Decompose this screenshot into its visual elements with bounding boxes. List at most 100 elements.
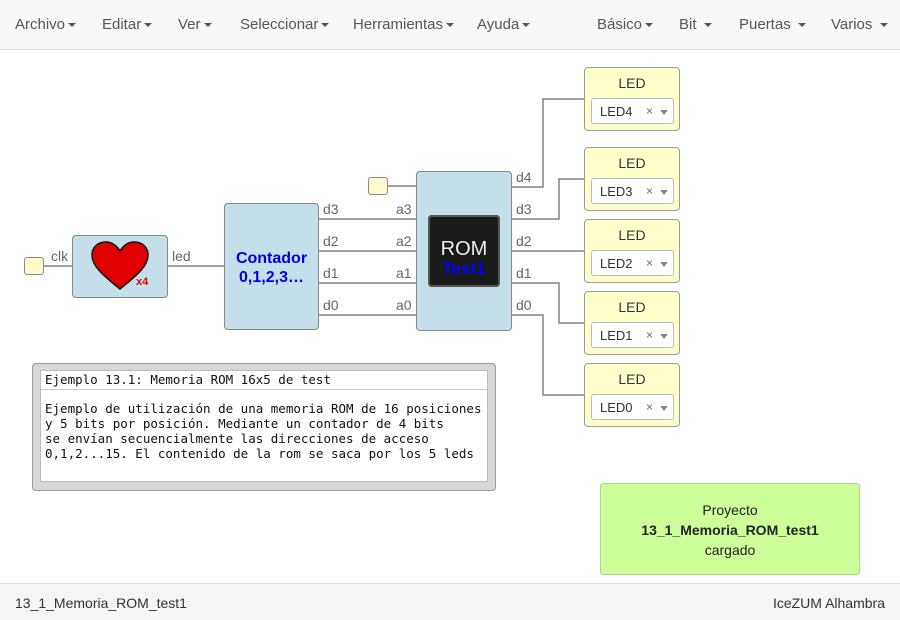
- rom-out-d2: d2: [516, 233, 532, 249]
- counter-title: Contador 0,1,2,3…: [225, 249, 318, 287]
- caret-down-icon: [144, 23, 153, 28]
- menu-ver-label: Ver: [178, 16, 201, 33]
- rom-out-d1: d1: [516, 265, 532, 281]
- counter-out-d2: d2: [323, 233, 339, 249]
- menu-archivo-label: Archivo: [15, 16, 66, 33]
- caret-down-icon: [645, 23, 654, 28]
- counter-out-d0: d0: [323, 297, 339, 313]
- led-pin-select[interactable]: LED4 ×: [591, 98, 674, 124]
- rom-in-a2: a2: [396, 233, 412, 249]
- led-block-2[interactable]: LED LED2 ×: [584, 219, 680, 283]
- clear-icon[interactable]: ×: [646, 400, 654, 414]
- menu-ayuda[interactable]: Ayuda: [477, 16, 531, 33]
- caret-down-icon: [68, 23, 77, 28]
- counter-title-line1: Contador: [235, 250, 308, 267]
- menu-puertas-label: Puertas: [739, 16, 791, 33]
- comment-block[interactable]: Ejemplo 13.1: Memoria ROM 16x5 de test E…: [32, 363, 496, 491]
- rom-input-port[interactable]: [368, 177, 388, 195]
- led-pin-value: LED1: [600, 328, 633, 343]
- rom-in-a1: a1: [396, 265, 412, 281]
- menu-archivo[interactable]: Archivo: [15, 16, 77, 33]
- caret-down-icon: [203, 23, 212, 28]
- menu-editar-label: Editar: [102, 16, 142, 33]
- status-bar: 13_1_Memoria_ROM_test1 IceZUM Alhambra: [0, 583, 900, 620]
- led-pin-select[interactable]: LED1 ×: [591, 322, 674, 348]
- rom-instance: Test1: [442, 259, 486, 278]
- menu-bit-label: Bit: [679, 16, 697, 33]
- dropdown-arrow-icon[interactable]: [660, 334, 668, 339]
- led-title: LED: [618, 75, 646, 91]
- rom-out-d0: d0: [516, 297, 532, 313]
- menu-ayuda-label: Ayuda: [477, 16, 520, 33]
- led-pin-value: LED2: [600, 256, 633, 271]
- menu-herramientas[interactable]: Herramientas: [353, 16, 455, 33]
- footer-board-name[interactable]: IceZUM Alhambra: [772, 595, 885, 611]
- rom-in-a3: a3: [396, 201, 412, 217]
- rom-name: ROM: [440, 238, 488, 260]
- comment-body: Ejemplo de utilización de una memoria RO…: [45, 401, 482, 461]
- menu-varios[interactable]: Varios: [831, 16, 888, 33]
- led-block-0[interactable]: LED LED0 ×: [584, 363, 680, 427]
- led-block-4[interactable]: LED LED4 ×: [584, 67, 680, 131]
- led-title: LED: [618, 371, 646, 387]
- notification-line1: Proyecto: [702, 502, 758, 518]
- clear-icon[interactable]: ×: [646, 184, 654, 198]
- menu-puertas[interactable]: Puertas: [739, 16, 806, 33]
- menu-ver[interactable]: Ver: [178, 16, 212, 33]
- dropdown-arrow-icon[interactable]: [660, 190, 668, 195]
- dropdown-arrow-icon[interactable]: [660, 110, 668, 115]
- caret-down-icon: [797, 23, 806, 28]
- rom-out-d3: d3: [516, 201, 532, 217]
- wire-d1-led1: [511, 282, 585, 324]
- led-pin-value: LED3: [600, 184, 633, 199]
- wire-d0-led0: [511, 314, 585, 396]
- project-loaded-notification[interactable]: Proyecto 13_1_Memoria_ROM_test1 cargado: [600, 483, 860, 575]
- comment-divider: [41, 389, 487, 390]
- caret-down-icon: [879, 23, 888, 28]
- notification-line3: cargado: [704, 542, 756, 558]
- led-block-3[interactable]: LED LED3 ×: [584, 147, 680, 211]
- counter-block[interactable]: Contador 0,1,2,3…: [224, 203, 319, 330]
- footer-project-name: 13_1_Memoria_ROM_test1: [15, 595, 187, 611]
- heart-block[interactable]: x4: [72, 235, 168, 298]
- rom-chip-icon: ROM Test1: [428, 215, 500, 287]
- menu-bit[interactable]: Bit: [679, 16, 712, 33]
- menu-basico[interactable]: Básico: [597, 16, 654, 33]
- wire-d3-led3: [511, 178, 585, 220]
- comment-text-area[interactable]: Ejemplo 13.1: Memoria ROM 16x5 de test E…: [40, 370, 488, 482]
- dropdown-arrow-icon[interactable]: [660, 262, 668, 267]
- menu-herramientas-label: Herramientas: [353, 16, 444, 33]
- notification-project-name: 13_1_Memoria_ROM_test1: [641, 522, 819, 538]
- led-title: LED: [618, 227, 646, 243]
- rom-in-a0: a0: [396, 297, 412, 313]
- menu-editar[interactable]: Editar: [102, 16, 153, 33]
- led-block-1[interactable]: LED LED1 ×: [584, 291, 680, 355]
- led-title: LED: [618, 155, 646, 171]
- counter-out-d1: d1: [323, 265, 339, 281]
- menu-bar: Archivo Editar Ver Seleccionar Herramien…: [0, 0, 900, 50]
- caret-down-icon: [321, 23, 330, 28]
- menu-basico-label: Básico: [597, 16, 643, 33]
- led-pin-select[interactable]: LED0 ×: [591, 394, 674, 420]
- led-output-label: led: [172, 248, 191, 264]
- menu-seleccionar-label: Seleccionar: [240, 16, 319, 33]
- led-pin-value: LED4: [600, 104, 633, 119]
- clk-input-port[interactable]: [24, 257, 44, 275]
- dropdown-arrow-icon[interactable]: [660, 406, 668, 411]
- comment-header: Ejemplo 13.1: Memoria ROM 16x5 de test: [45, 372, 331, 387]
- rom-out-d4: d4: [516, 169, 532, 185]
- led-pin-value: LED0: [600, 400, 633, 415]
- counter-out-d3: d3: [323, 201, 339, 217]
- clear-icon[interactable]: ×: [646, 256, 654, 270]
- led-title: LED: [618, 299, 646, 315]
- caret-down-icon: [703, 23, 712, 28]
- heart-icon: [91, 241, 149, 290]
- clear-icon[interactable]: ×: [646, 104, 654, 118]
- menu-seleccionar[interactable]: Seleccionar: [240, 16, 330, 33]
- led-pin-select[interactable]: LED2 ×: [591, 250, 674, 276]
- clear-icon[interactable]: ×: [646, 328, 654, 342]
- menu-varios-label: Varios: [831, 16, 873, 33]
- led-pin-select[interactable]: LED3 ×: [591, 178, 674, 204]
- counter-title-line2: 0,1,2,3…: [239, 269, 304, 286]
- clk-label: clk: [51, 248, 69, 264]
